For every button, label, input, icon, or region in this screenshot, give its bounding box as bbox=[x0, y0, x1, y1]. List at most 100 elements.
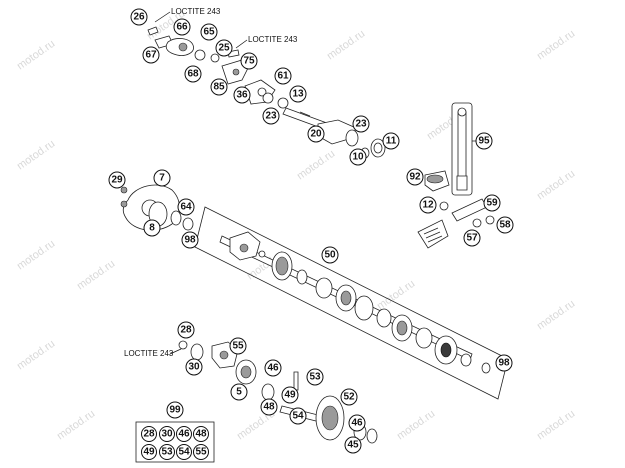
callouts: 26 66 67 65 25 75 68 85 36 61 13 23 23 2… bbox=[108, 8, 514, 460]
callout: 12 bbox=[419, 196, 437, 214]
lever-hub bbox=[219, 350, 229, 360]
pedal-rod-part bbox=[457, 111, 467, 183]
callout-number: 59 bbox=[486, 198, 498, 209]
washer-part bbox=[315, 277, 333, 299]
washer-part bbox=[210, 53, 220, 63]
callout: 58 bbox=[496, 216, 514, 234]
leader-line bbox=[154, 11, 171, 23]
callout: 29 bbox=[108, 171, 126, 189]
bearing-inner bbox=[340, 290, 352, 306]
callout-number: 98 bbox=[184, 235, 196, 246]
kit-callout: 48 bbox=[193, 426, 209, 442]
callout-number: 25 bbox=[218, 43, 230, 54]
pedal-pad-part bbox=[417, 219, 449, 249]
watermark-text: motod.ru bbox=[15, 238, 57, 273]
callout: 61 bbox=[274, 67, 292, 85]
callout: 68 bbox=[184, 65, 202, 83]
kit-callout: 54 bbox=[176, 444, 192, 460]
callout-number: 11 bbox=[386, 136, 397, 147]
loctite-note: LOCTITE 243 bbox=[124, 349, 174, 358]
bolt-part bbox=[472, 218, 482, 228]
callout-number: 23 bbox=[265, 111, 277, 122]
bolt-part bbox=[120, 200, 128, 208]
callout-number: 92 bbox=[409, 172, 421, 183]
callout-number: 95 bbox=[478, 136, 490, 147]
kit-number: 55 bbox=[195, 447, 207, 458]
callout: 52 bbox=[340, 388, 358, 406]
callout: 53 bbox=[306, 368, 324, 386]
roller-part bbox=[262, 92, 274, 104]
kit-callout: 49 bbox=[141, 444, 157, 460]
main-shaft-assembly bbox=[194, 206, 509, 400]
screw-part bbox=[178, 340, 188, 350]
callout-number: 46 bbox=[351, 418, 363, 429]
pad-ridges bbox=[423, 227, 443, 243]
circlip-part bbox=[460, 353, 472, 367]
washer-part bbox=[190, 343, 204, 361]
pin-part bbox=[293, 371, 299, 391]
callout: 65 bbox=[200, 23, 218, 41]
washer-part bbox=[194, 49, 206, 61]
kit-number: 28 bbox=[143, 429, 155, 440]
watermark-text: motod.ru bbox=[325, 28, 367, 63]
kit-callout: 28 bbox=[141, 426, 157, 442]
bolt-part bbox=[232, 68, 240, 76]
washer-part bbox=[481, 362, 491, 374]
callout-number: 98 bbox=[498, 358, 510, 369]
callout: 11 bbox=[382, 132, 400, 150]
callout-number: 29 bbox=[111, 175, 123, 186]
leader-line bbox=[235, 39, 248, 49]
cover-assembly bbox=[120, 184, 194, 231]
pedal-shaft-part bbox=[451, 198, 488, 222]
seal-inner bbox=[373, 142, 383, 154]
kit-number: 49 bbox=[143, 447, 155, 458]
shaft-groove bbox=[299, 111, 311, 117]
callout: 64 bbox=[177, 198, 195, 216]
callout: 59 bbox=[483, 194, 501, 212]
callout: 85 bbox=[210, 78, 228, 96]
kit-number: 54 bbox=[178, 447, 190, 458]
callout: 54 bbox=[289, 407, 307, 425]
callout-number: 26 bbox=[133, 12, 145, 23]
circlip-part bbox=[277, 97, 289, 109]
washer-part bbox=[376, 308, 392, 328]
callout-number: 99 bbox=[169, 405, 181, 416]
spacer-part bbox=[415, 327, 433, 349]
gear-hub bbox=[440, 342, 452, 358]
disc-hub bbox=[275, 256, 289, 276]
callout: 48 bbox=[260, 398, 278, 416]
bolt-part bbox=[178, 42, 188, 52]
callout: 30 bbox=[185, 358, 203, 376]
callout: 10 bbox=[349, 148, 367, 166]
watermark-text: motod.ru bbox=[15, 138, 57, 173]
callout-number: 67 bbox=[145, 50, 157, 61]
callout: 46 bbox=[264, 359, 282, 377]
rod-tip-part bbox=[456, 175, 468, 191]
hole-part bbox=[257, 87, 267, 97]
callout: 67 bbox=[142, 46, 160, 64]
callout: 49 bbox=[281, 386, 299, 404]
callout-number: 55 bbox=[232, 341, 244, 352]
callout: 45 bbox=[344, 436, 362, 454]
callout: 7 bbox=[153, 169, 171, 187]
watermark-text: motod.ru bbox=[535, 28, 577, 63]
callout-number: 30 bbox=[188, 362, 200, 373]
callout-number: 7 bbox=[159, 173, 165, 184]
callout-number: 75 bbox=[243, 56, 255, 67]
callout: 20 bbox=[307, 125, 325, 143]
circlip-part bbox=[366, 428, 378, 444]
callout-number: 10 bbox=[352, 152, 364, 163]
gear-part bbox=[354, 295, 374, 321]
screw-part bbox=[147, 26, 159, 36]
callout: 95 bbox=[475, 132, 493, 150]
bearing-inner bbox=[240, 365, 252, 379]
callout-number: 23 bbox=[355, 119, 367, 130]
callout: 99 bbox=[166, 401, 184, 419]
watermark-text: motod.ru bbox=[15, 338, 57, 373]
watermark-text: motod.ru bbox=[75, 258, 117, 293]
watermark-text: motod.ru bbox=[535, 168, 577, 203]
leader-line bbox=[169, 348, 182, 355]
kit-number: 46 bbox=[178, 429, 190, 440]
bushing-part bbox=[345, 129, 359, 147]
oring-part bbox=[170, 210, 182, 226]
